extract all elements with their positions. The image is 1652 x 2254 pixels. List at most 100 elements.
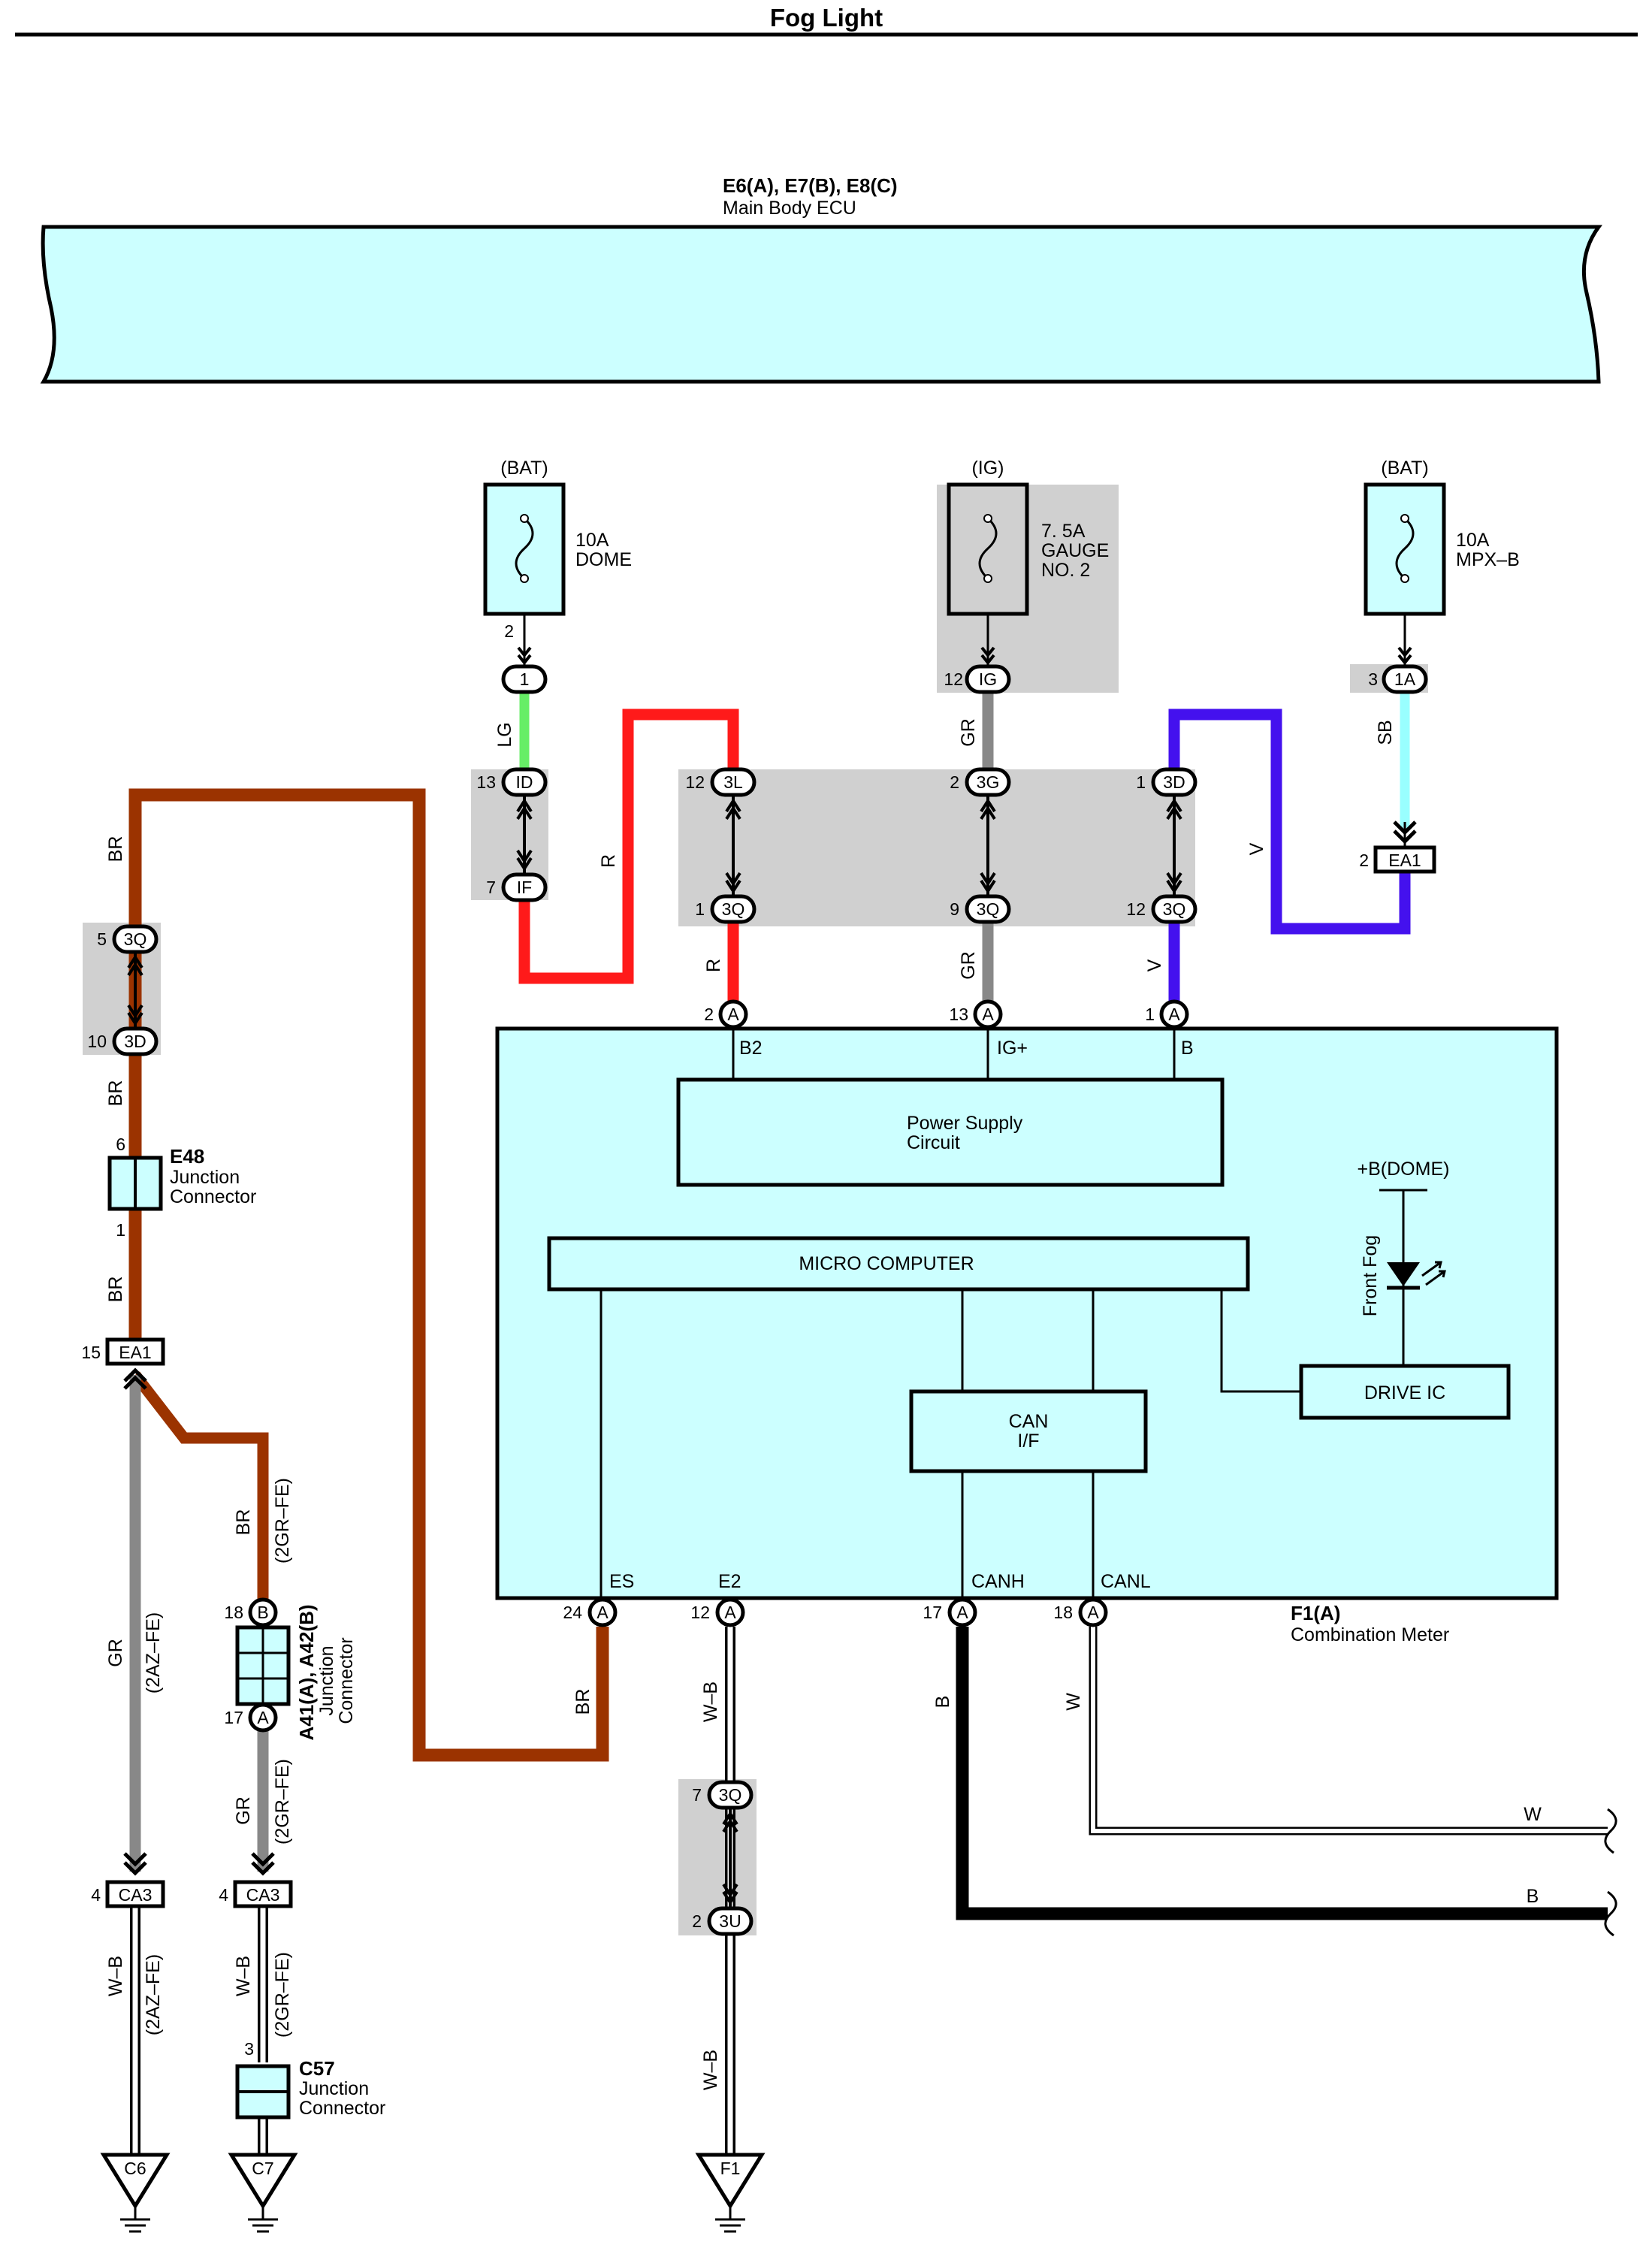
- connector-ea1-right: EA1 2: [1359, 820, 1436, 874]
- wire-label-wb-right: W–B: [233, 1956, 254, 1996]
- fuse-element-icon: [1395, 517, 1415, 580]
- meter-pin-b2-num: 2: [704, 1005, 714, 1024]
- c57-name-2: Connector: [299, 2098, 385, 2119]
- wire-label-lg: LG: [494, 722, 515, 747]
- wire-label-w-right: W: [1524, 1804, 1542, 1825]
- meter-pin-canh-letter: A: [956, 1603, 968, 1622]
- e48-junction-connector: 6 1 E48 Junction Connector: [107, 1135, 256, 1240]
- main-body-ecu-box: [40, 225, 1602, 384]
- wire-b-can: [956, 1627, 1608, 1920]
- conn-ca3-right-label: CA3: [246, 1885, 280, 1905]
- fuse-mpxb-pin: 3: [1368, 669, 1378, 689]
- connector-3g-3q: 3G 2 3Q 9: [950, 767, 1011, 924]
- meter-pin-e2-letter: A: [724, 1603, 736, 1622]
- conn-bot-3u-label: 3U: [719, 1911, 741, 1931]
- wire-label-wb-left: W–B: [105, 1956, 126, 1996]
- led-icon: [1387, 1262, 1420, 1286]
- mating-arrow-icon: [1166, 798, 1182, 894]
- can-break-b: [1604, 1890, 1617, 1937]
- conn-id-label: ID: [516, 772, 533, 792]
- connector-id-if: ID 13 IF 7: [476, 767, 548, 902]
- wire-label-var-gr-3: (2GR–FE): [272, 1952, 293, 2038]
- meter-pin-e2-term: E2: [718, 1571, 741, 1592]
- wire-label-br-3: BR: [105, 1277, 126, 1303]
- conn-3q-a-label: 3Q: [722, 899, 745, 919]
- wire-label-br-2: BR: [105, 1080, 126, 1107]
- fuse-dome: (BAT) 10A DOME 2 1: [483, 458, 632, 694]
- wire-label-var-gr-1: (2GR–FE): [272, 1478, 293, 1564]
- conn-3q-a-pin: 1: [695, 899, 705, 919]
- meter-pin-b-num: 1: [1145, 1005, 1155, 1024]
- micro-computer-box: [547, 1236, 1250, 1292]
- shade-3l-3q: [678, 769, 1195, 926]
- conn-3d-label: 3D: [1163, 772, 1185, 792]
- ground-f1-label: F1: [720, 2159, 741, 2178]
- a41-name-1: Junction: [316, 1645, 337, 1715]
- meter-pin-ig-num: 13: [949, 1005, 968, 1024]
- a41-a42-junction-connector: B 18 A 17 A41(A), A42(B) Junction Connec…: [224, 1597, 357, 1741]
- e48-pin-top: 6: [116, 1135, 125, 1154]
- conn-ea1-right-label: EA1: [1388, 851, 1421, 870]
- conn-bot-3u-pin: 2: [692, 1911, 702, 1931]
- connector-left-3q-3d: 3Q 5 3D 10: [87, 924, 159, 1056]
- conn-3d-pin: 1: [1136, 772, 1146, 792]
- conn-ca3-left-pin: 4: [91, 1885, 101, 1905]
- fuse-gauge-rating: 7. 5A: [1041, 521, 1086, 542]
- meter-pin-b2-term: B2: [739, 1038, 763, 1059]
- conn-3l-pin: 12: [685, 772, 705, 792]
- connector-ca3-right: CA3 4: [219, 1852, 293, 1908]
- c57-name-1: Junction: [299, 2078, 369, 2099]
- dome-supply-label: +B(DOME): [1358, 1159, 1450, 1180]
- wire-br-branch: [131, 1371, 269, 1600]
- meter-pin-b-letter: A: [1168, 1005, 1180, 1024]
- wires: [128, 692, 1608, 2156]
- fuse-gauge: (IG) 7. 5A GAUGE NO. 2 12 IG: [944, 458, 1109, 694]
- meter-pin-b2-letter: A: [727, 1005, 739, 1024]
- wire-label-wb-e2: W–B: [700, 1681, 721, 1722]
- mating-arrow-icon: [516, 798, 533, 872]
- connector-3l-3q: 3L 12 3Q 1: [685, 767, 757, 924]
- conn-ea1-right-pin: 2: [1359, 851, 1369, 870]
- led-label: Front Fog: [1360, 1235, 1381, 1316]
- meter-top-pins: A 2 B2 A 13 IG+ A 1 B: [704, 999, 1194, 1080]
- fuse-arrow-icon: [980, 646, 995, 666]
- wire-label-wb-bottom: W–B: [700, 2050, 721, 2090]
- wire-label-gr-drop: GR: [958, 951, 979, 980]
- wire-w-can: [1091, 1627, 1608, 1833]
- meter-pin-b-term: B: [1181, 1038, 1194, 1059]
- fuse-mpxb-source: (BAT): [1381, 458, 1428, 479]
- micro-computer-label: MICRO COMPUTER: [799, 1253, 974, 1274]
- power-supply-box: [676, 1077, 1225, 1187]
- wire-v-loop: [1168, 709, 1411, 935]
- ground-icon: [228, 2153, 298, 2210]
- conn-bot-3q-pin: 7: [692, 1785, 702, 1805]
- fuse-gauge-name: GAUGE: [1041, 540, 1109, 561]
- wire-label-gr-top: GR: [958, 718, 979, 747]
- drive-ic-label: DRIVE IC: [1364, 1382, 1445, 1403]
- drive-ic-box: [1299, 1364, 1511, 1420]
- wire-label-v-drop: V: [1144, 959, 1165, 971]
- conn-left-3d-label: 3D: [124, 1032, 146, 1051]
- fuse-gauge-source: (IG): [971, 458, 1004, 479]
- can-if-label-1: CAN: [1009, 1411, 1049, 1432]
- can-if-box: [909, 1389, 1148, 1473]
- meter-pin-es-letter: A: [596, 1603, 609, 1622]
- mating-arrow-icon: [127, 954, 143, 1026]
- ecu-code: E6(A), E7(B), E8(C): [723, 174, 898, 197]
- c57-code: C57: [299, 2057, 335, 2080]
- fuse-dome-pin: 2: [504, 621, 514, 641]
- conn-ea1-left-pin: 15: [81, 1343, 101, 1362]
- can-if-label-2: I/F: [1017, 1431, 1039, 1452]
- conn-3q-c-label: 3Q: [1163, 899, 1186, 919]
- fuse-dome-conn: 1: [520, 669, 530, 689]
- meter-pin-canh-term: CANH: [971, 1571, 1025, 1592]
- conn-left-3d-pin: 10: [87, 1032, 107, 1051]
- a41-name-2: Connector: [336, 1637, 357, 1724]
- wire-label-v-loop: V: [1246, 842, 1267, 855]
- conn-left-3q-pin: 5: [97, 929, 107, 949]
- wire-w-can-outline: [1089, 1627, 1608, 1836]
- wire-label-b-right: B: [1527, 1886, 1539, 1907]
- meter-name: Combination Meter: [1291, 1624, 1449, 1645]
- connector-arrow-icon: [123, 1367, 147, 1390]
- fuse-dome-name: DOME: [575, 549, 632, 570]
